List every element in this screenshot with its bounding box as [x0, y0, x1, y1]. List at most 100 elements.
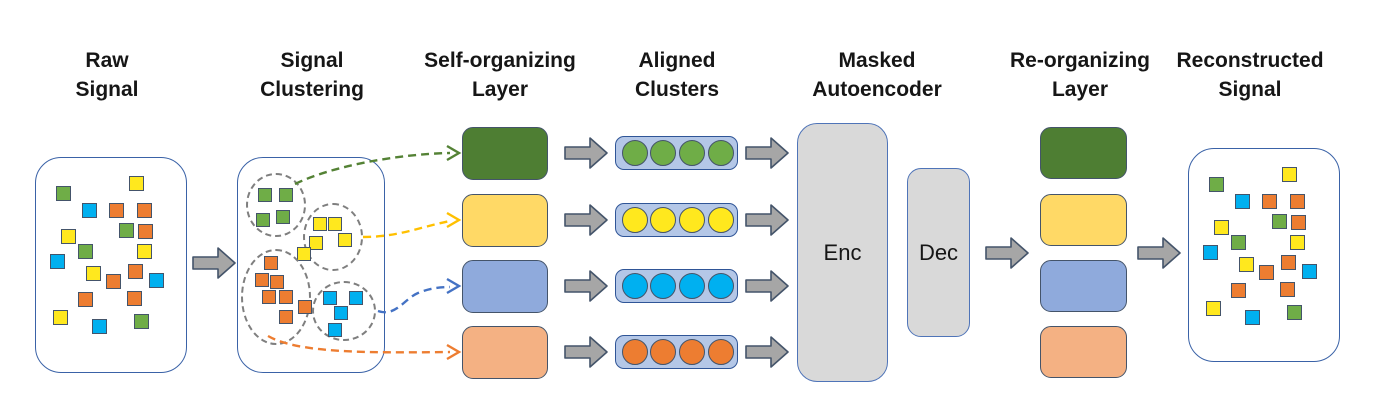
token-circle-yellow — [707, 207, 734, 233]
label-line: Autoencoder — [812, 78, 942, 101]
scatter-square-orange — [138, 224, 153, 239]
cluster-square-orange — [298, 300, 312, 314]
label-line: Raw — [85, 49, 129, 72]
cluster-square-yellow — [309, 236, 323, 250]
scatter-square-yellow — [86, 266, 101, 281]
scatter-square-yellow — [53, 310, 68, 325]
token-circle-yellow — [650, 207, 677, 233]
token-circle-yellow — [621, 207, 648, 233]
token-circle-blue — [707, 273, 734, 299]
scatter-square-blue — [82, 203, 97, 218]
label-reconstructed-signal: Reconstructed Signal — [1155, 46, 1345, 104]
scatter-square-blue — [92, 319, 107, 334]
scatter-square-orange — [1259, 265, 1274, 280]
scatter-square-blue — [50, 254, 65, 269]
cluster-square-yellow — [297, 247, 311, 261]
label-line: Aligned — [638, 49, 716, 72]
label-line: Clustering — [260, 78, 364, 101]
scatter-square-orange — [1280, 282, 1295, 297]
scatter-square-yellow — [1206, 301, 1221, 316]
connector-yellow-arrowhead — [446, 211, 462, 229]
token-circle-orange — [707, 339, 734, 365]
scatter-square-orange — [109, 203, 124, 218]
connector-green-arrowhead — [446, 144, 462, 162]
flow-arrow — [192, 247, 236, 279]
scatter-square-orange — [106, 274, 121, 289]
scatter-square-orange — [137, 203, 152, 218]
cluster-square-orange — [255, 273, 269, 287]
scatter-square-blue — [1245, 310, 1260, 325]
encoder-label: Enc — [823, 239, 862, 265]
token-circle-green — [621, 140, 648, 166]
som-block-orange — [462, 326, 548, 379]
flow-arrow — [1137, 237, 1181, 269]
token-circle-orange — [678, 339, 705, 365]
scatter-square-yellow — [1290, 235, 1305, 250]
cluster-square-yellow — [338, 233, 352, 247]
scatter-square-blue — [1302, 264, 1317, 279]
aligned-pill-yellow — [615, 203, 738, 237]
token-circle-orange — [621, 339, 648, 365]
token-circle-orange — [650, 339, 677, 365]
som-block-green — [462, 127, 548, 180]
token-circle-green — [678, 140, 705, 166]
scatter-square-yellow — [1239, 257, 1254, 272]
scatter-square-green — [56, 186, 71, 201]
raw-signal-box — [35, 157, 187, 373]
cluster-square-orange — [264, 256, 278, 270]
decoder-box: Dec — [907, 168, 970, 337]
label-line: Signal — [280, 49, 344, 72]
scatter-square-blue — [149, 273, 164, 288]
flow-arrow — [564, 204, 608, 236]
scatter-square-orange — [78, 292, 93, 307]
cluster-square-blue — [323, 291, 337, 305]
flow-arrow — [745, 336, 789, 368]
scatter-square-orange — [1291, 215, 1306, 230]
scatter-square-green — [1209, 177, 1224, 192]
signal-clustering-box — [237, 157, 385, 373]
cluster-square-orange — [262, 290, 276, 304]
scatter-square-green — [1272, 214, 1287, 229]
label-line: Re-organizing — [1010, 49, 1150, 72]
label-line: Signal — [75, 78, 139, 101]
scatter-square-yellow — [61, 229, 76, 244]
connector-blue-dashed — [377, 285, 451, 314]
scatter-square-orange — [128, 264, 143, 279]
cluster-square-orange — [270, 275, 284, 289]
label-re-organizing-layer: Re-organizing Layer — [985, 46, 1175, 104]
flow-arrow — [985, 237, 1029, 269]
token-circle-green — [707, 140, 734, 166]
cluster-square-orange — [279, 310, 293, 324]
cluster-square-green — [258, 188, 272, 202]
token-circle-green — [650, 140, 677, 166]
aligned-pill-green — [615, 136, 738, 170]
label-line: Layer — [471, 78, 529, 101]
cluster-square-blue — [349, 291, 363, 305]
cluster-square-blue — [334, 306, 348, 320]
scatter-square-yellow — [137, 244, 152, 259]
cluster-square-blue — [328, 323, 342, 337]
cluster-square-green — [276, 210, 290, 224]
label-line: Masked — [838, 49, 916, 72]
reorg-block-blue — [1040, 260, 1127, 312]
token-circle-yellow — [678, 207, 705, 233]
scatter-square-orange — [1281, 255, 1296, 270]
label-masked-autoencoder: Masked Autoencoder — [782, 46, 972, 104]
scatter-square-blue — [1203, 245, 1218, 260]
token-circle-blue — [650, 273, 677, 299]
label-line: Self-organizing — [424, 49, 576, 72]
token-circle-blue — [678, 273, 705, 299]
flow-arrow — [745, 137, 789, 169]
cluster-square-orange — [279, 290, 293, 304]
flow-arrow — [564, 336, 608, 368]
cluster-square-yellow — [328, 217, 342, 231]
reorg-block-orange — [1040, 326, 1127, 378]
connector-blue-arrowhead — [446, 277, 462, 295]
cluster-square-yellow — [313, 217, 327, 231]
scatter-square-yellow — [1214, 220, 1229, 235]
scatter-square-orange — [127, 291, 142, 306]
reconstructed-signal-box — [1188, 148, 1340, 362]
flow-arrow — [564, 270, 608, 302]
aligned-pill-blue — [615, 269, 738, 303]
